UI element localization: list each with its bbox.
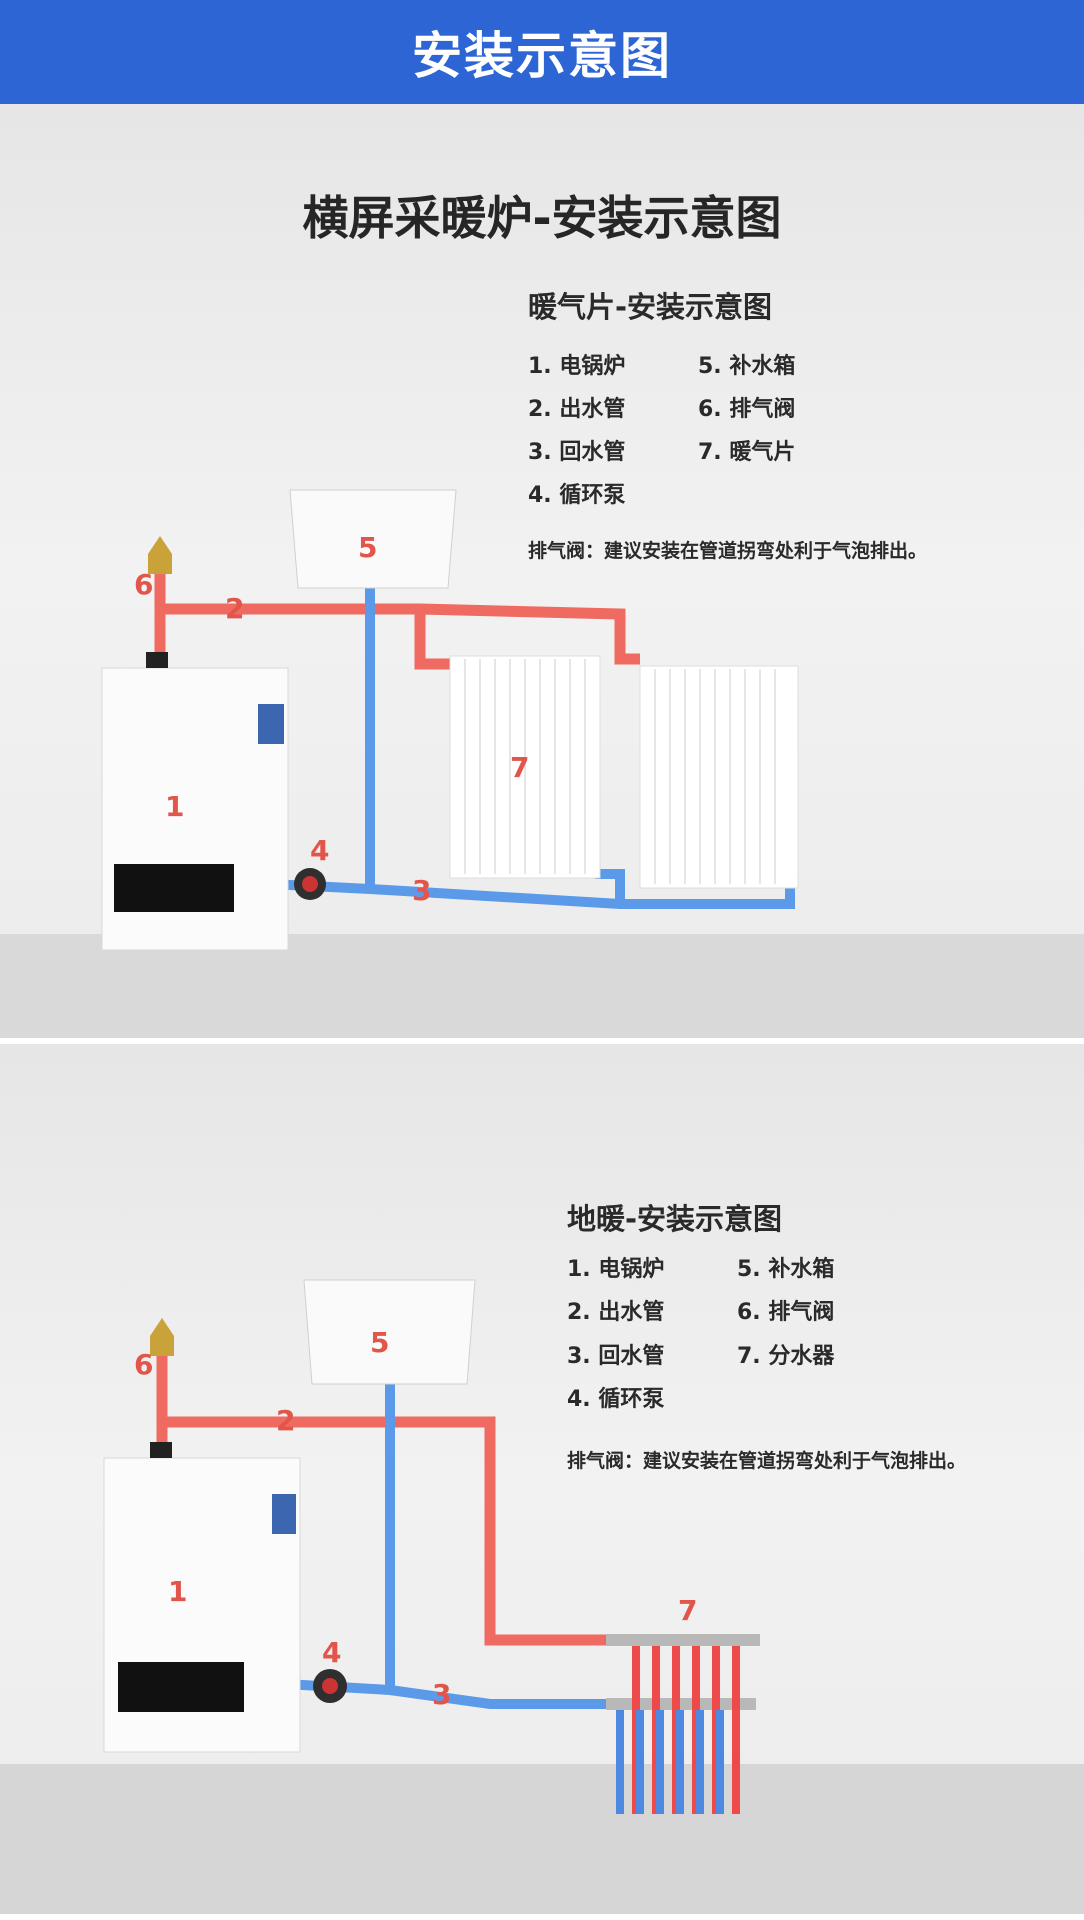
air-valve	[148, 536, 172, 574]
page-header: 安装示意图	[0, 0, 1084, 104]
manifold	[606, 1634, 760, 1814]
radiator-diagram: 1 2 3 4 5 6 7	[0, 489, 1084, 1038]
legend-item: 3. 回水管	[528, 440, 626, 465]
water-tank	[303, 1279, 476, 1385]
floor-heating-subtitle: 地暖-安装示意图	[567, 1202, 783, 1236]
boiler-control-panel	[118, 1662, 244, 1712]
boiler-label-plate	[258, 704, 284, 744]
label-7: 7	[510, 751, 529, 784]
legend-item: 4. 循环泵	[567, 1387, 665, 1412]
pump-indicator	[302, 876, 318, 892]
label-6: 6	[134, 568, 153, 601]
radiator-subtitle: 暖气片-安装示意图	[528, 290, 773, 324]
floor	[0, 934, 1084, 1038]
radiator-fins	[464, 659, 776, 884]
boiler-label-plate	[272, 1494, 296, 1534]
legend-item: 6. 排气阀	[698, 397, 796, 422]
legend-item: 2. 出水管	[528, 397, 626, 422]
legend-item: 1. 电锅炉	[567, 1257, 665, 1282]
label-7: 7	[678, 1594, 697, 1627]
legend-item: 4. 循环泵	[528, 483, 626, 508]
legend-item: 3. 回水管	[567, 1344, 665, 1369]
legend-item: 7. 暖气片	[698, 440, 796, 465]
pump-indicator	[322, 1678, 338, 1694]
hot-pipe	[156, 1354, 610, 1646]
label-4: 4	[322, 1636, 341, 1669]
label-4: 4	[310, 834, 329, 867]
label-3: 3	[412, 874, 431, 907]
legend-item: 1. 电锅炉	[528, 354, 626, 379]
boiler-control-panel	[114, 864, 234, 912]
legend-item: 5. 补水箱	[698, 354, 796, 379]
page-title: 安装示意图	[412, 27, 672, 85]
label-5: 5	[370, 1326, 389, 1359]
label-2: 2	[225, 592, 244, 625]
legend-item: 7. 分水器	[737, 1344, 835, 1369]
label-3: 3	[432, 1678, 451, 1711]
label-6: 6	[134, 1348, 153, 1381]
water-tank	[289, 489, 457, 589]
radiator-diagram-panel: 1 2 3 4 5 6 7 横屏采暖炉-安装示意图 暖气片-安装示意图 1. 电…	[0, 104, 1084, 1038]
diagram-main-title: 横屏采暖炉-安装示意图	[302, 191, 782, 245]
label-1: 1	[165, 790, 184, 823]
air-valve-note: 排气阀：建议安装在管道拐弯处利于气泡排出。	[567, 1450, 967, 1472]
legend-item: 6. 排气阀	[737, 1300, 835, 1325]
air-valve	[150, 1318, 174, 1356]
label-5: 5	[358, 531, 377, 564]
label-1: 1	[168, 1575, 187, 1608]
legend-item: 2. 出水管	[567, 1300, 665, 1325]
floor	[0, 1764, 1084, 1914]
air-valve-note: 排气阀：建议安装在管道拐弯处利于气泡排出。	[528, 540, 928, 562]
floor-heating-diagram: 1 2 3 4 5 6 7	[0, 1279, 1084, 1914]
legend-item: 5. 补水箱	[737, 1257, 835, 1282]
boiler-outlet	[150, 1442, 172, 1458]
radiator-right	[639, 665, 799, 889]
label-2: 2	[276, 1404, 295, 1437]
boiler-outlet	[146, 652, 168, 668]
hot-pipe	[154, 572, 640, 670]
floor-heating-diagram-panel: 1 2 3 4 5 6 7 地暖-安装示意图 1. 电锅炉 2. 出水管 3. …	[0, 1044, 1084, 1914]
